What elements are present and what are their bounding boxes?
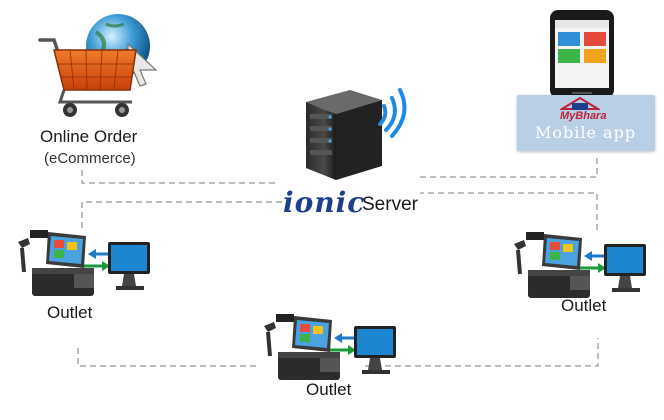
outlet-pos-left xyxy=(18,230,150,296)
monitor-icon xyxy=(108,242,150,290)
mybhara-brand: MyBhara xyxy=(560,110,607,122)
outlet-label-left: Outlet xyxy=(47,303,93,322)
online-order-label: Online Order xyxy=(40,127,138,146)
server-label: Server xyxy=(362,194,418,215)
outlet-pos-right xyxy=(514,232,646,298)
smartphone-icon xyxy=(550,10,614,98)
ecommerce-label: (eCommerce) xyxy=(44,150,136,167)
connector-outlet-right-to-server xyxy=(420,192,598,230)
mobile-app-label: Mobile app xyxy=(535,123,637,142)
outlet-label-right: Outlet xyxy=(561,296,607,315)
connector-outlets-bottom xyxy=(77,338,599,367)
connector-mobile-to-server xyxy=(420,158,598,178)
mybhara-logo-icon xyxy=(560,97,600,110)
pos-terminal-icon xyxy=(30,230,94,296)
pos-terminal-icon xyxy=(276,314,340,380)
pos-terminal-icon xyxy=(526,232,590,298)
server-icon xyxy=(306,88,407,180)
connector-online-to-server xyxy=(81,170,278,184)
monitor-icon xyxy=(604,244,646,292)
barcode-scanner-icon xyxy=(514,240,526,275)
ionic-logo: ionic xyxy=(283,186,366,219)
outlet-label-bottom: Outlet xyxy=(306,380,352,399)
barcode-scanner-icon xyxy=(18,238,30,273)
shopping-cart-icon xyxy=(38,14,158,117)
connector-outlet-left-to-server xyxy=(81,201,282,228)
arrow-right-icon xyxy=(330,345,356,355)
outlet-pos-bottom xyxy=(264,314,396,380)
wifi-icon xyxy=(378,88,407,138)
arrow-right-icon xyxy=(580,263,606,273)
monitor-icon xyxy=(354,326,396,374)
barcode-scanner-icon xyxy=(264,322,276,357)
arrow-right-icon xyxy=(84,261,110,271)
